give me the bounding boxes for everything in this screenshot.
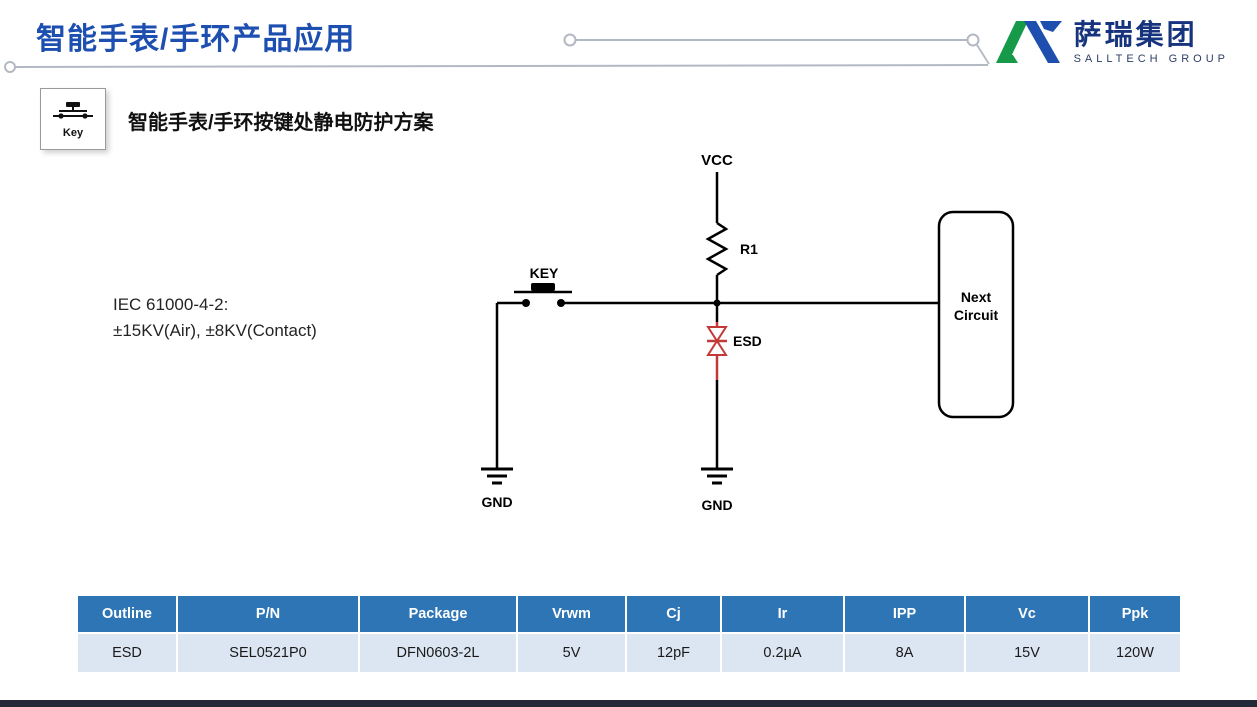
cell-ppk: 120W	[1090, 634, 1180, 672]
vcc-label: VCC	[701, 152, 733, 169]
push-button-icon	[53, 101, 93, 119]
ground-symbol-right	[701, 467, 733, 485]
table-header-vc: Vc	[966, 596, 1090, 634]
esd-tvs-diode	[706, 326, 728, 356]
cell-vc: 15V	[966, 634, 1090, 672]
resistor-r1	[705, 221, 729, 277]
key-icon-box: Key	[40, 88, 106, 150]
table-header-outline: Outline	[78, 596, 178, 634]
cell-outline: ESD	[78, 634, 178, 672]
cell-ipp: 8A	[845, 634, 966, 672]
logo-company-name: 萨瑞集团	[1073, 18, 1198, 50]
cell-vrwm: 5V	[518, 634, 627, 672]
r1-label: R1	[740, 241, 758, 257]
table-header-ppk: Ppk	[1090, 596, 1180, 634]
spec-table: Outline P/N Package Vrwm Cj Ir IPP Vc Pp…	[78, 596, 1180, 672]
next-circuit-box	[937, 210, 1015, 419]
cell-package: DFN0603-2L	[360, 634, 518, 672]
iec-spec-line2: ±15KV(Air), ±8KV(Contact)	[113, 321, 317, 340]
footer-bar	[0, 700, 1257, 707]
table-row: ESD SEL0521P0 DFN0603-2L 5V 12pF 0.2µA 8…	[78, 634, 1180, 672]
section-heading: 智能手表/手环按键处静电防护方案	[128, 112, 434, 134]
logo-text: 萨瑞集团 SALLTECH GROUP	[1073, 18, 1229, 65]
key-icon-label: Key	[62, 126, 84, 139]
page-title: 智能手表/手环产品应用	[36, 23, 356, 56]
cell-ir: 0.2µA	[722, 634, 845, 672]
esd-label: ESD	[733, 333, 762, 349]
cell-cj: 12pF	[627, 634, 722, 672]
key-terminal-left	[522, 299, 530, 307]
company-logo: 萨瑞集团 SALLTECH GROUP	[994, 16, 1229, 68]
key-button-cap	[531, 283, 555, 291]
table-header-row: Outline P/N Package Vrwm Cj Ir IPP Vc Pp…	[78, 596, 1180, 634]
table-header-cj: Cj	[627, 596, 722, 634]
key-label: KEY	[530, 265, 559, 281]
ground-symbol-left	[481, 467, 513, 485]
table-header-package: Package	[360, 596, 518, 634]
logo-icon	[995, 21, 1062, 63]
iec-spec-line1: IEC 61000-4-2:	[113, 295, 229, 314]
key-terminal-right	[557, 299, 565, 307]
gnd-right-label: GND	[701, 497, 732, 513]
circuit-diagram: VCC R1 KEY GND ESD	[481, 152, 1015, 513]
next-circuit-label-line2: Circuit	[954, 307, 999, 323]
next-circuit-label-line1: Next	[961, 289, 992, 305]
table-header-vrwm: Vrwm	[518, 596, 627, 634]
iec-spec-text: IEC 61000-4-2: ±15KV(Air), ±8KV(Contact)	[113, 292, 317, 344]
cell-pn: SEL0521P0	[178, 634, 360, 672]
table-header-pn: P/N	[178, 596, 360, 634]
logo-company-subtitle: SALLTECH GROUP	[1073, 52, 1229, 65]
table-header-ipp: IPP	[845, 596, 966, 634]
table-header-ir: Ir	[722, 596, 845, 634]
gnd-left-label: GND	[481, 494, 512, 510]
